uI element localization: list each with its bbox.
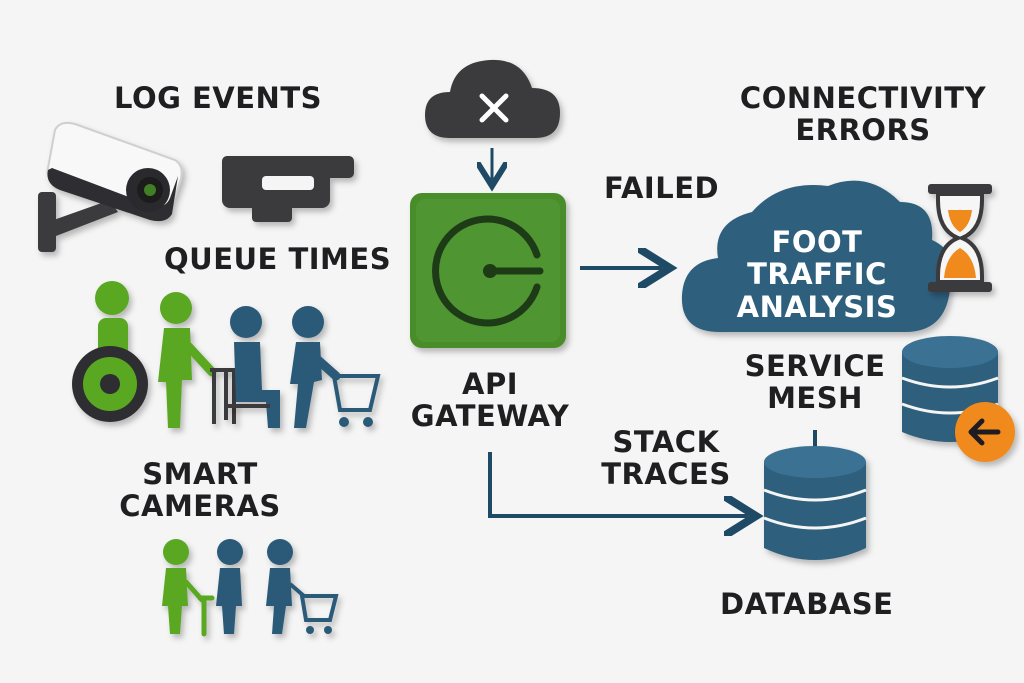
stack-traces-line2: TRACES — [601, 457, 731, 492]
gateway-block-icon — [410, 193, 566, 348]
wheelchair-person-icon — [72, 281, 148, 422]
log-events-label: LOG EVENTS — [114, 81, 322, 115]
camera-mount-icon — [222, 156, 354, 222]
security-camera-icon — [38, 121, 183, 252]
hourglass-icon — [928, 184, 992, 292]
service-mesh-label: SERVICE MESH — [728, 350, 902, 415]
database-stack-icon — [763, 446, 867, 560]
cloud-x-icon — [425, 59, 560, 138]
service-mesh-line2: MESH — [767, 381, 863, 416]
walker-person-icon — [162, 539, 215, 637]
connectivity-errors-line1: CONNECTIVITY — [739, 81, 987, 115]
database-label: DATABASE — [720, 587, 894, 621]
walker-person-icon — [158, 292, 236, 428]
api-gateway-label: API GATEWAY — [400, 368, 580, 433]
seated-person-icon — [224, 306, 280, 428]
smart-cameras-label: SMART CAMERAS — [100, 458, 300, 523]
service-mesh-line1: SERVICE — [744, 349, 886, 383]
foot-traffic-line1: FOOT — [771, 225, 863, 259]
database-back-arrow-icon — [955, 402, 1015, 462]
api-gateway-line2: GATEWAY — [410, 399, 570, 434]
foot-traffic-line2: TRAFFIC — [747, 257, 887, 292]
connectivity-errors-label: CONNECTIVITY ERRORS — [718, 82, 1008, 147]
shopping-cart-person-icon — [266, 539, 339, 634]
failed-label: FAILED — [604, 171, 720, 205]
connectivity-errors-line2: ERRORS — [795, 113, 931, 148]
stack-traces-label: STACK TRACES — [586, 426, 746, 491]
foot-traffic-cloud-icon — [681, 180, 953, 332]
smart-cameras-line1: SMART — [142, 457, 258, 491]
foot-traffic-line3: ANALYSIS — [736, 289, 898, 324]
arrow-gateway-to-database — [488, 452, 748, 516]
queue-times-label: QUEUE TIMES — [164, 242, 392, 276]
shopping-cart-person-icon — [290, 306, 381, 428]
smart-cameras-line2: CAMERAS — [119, 489, 281, 524]
api-gateway-line1: API — [462, 367, 518, 401]
foot-traffic-analysis-label: FOOT TRAFFIC ANALYSIS — [712, 225, 922, 324]
stack-traces-line1: STACK — [612, 425, 720, 459]
seated-person-icon — [216, 539, 243, 634]
